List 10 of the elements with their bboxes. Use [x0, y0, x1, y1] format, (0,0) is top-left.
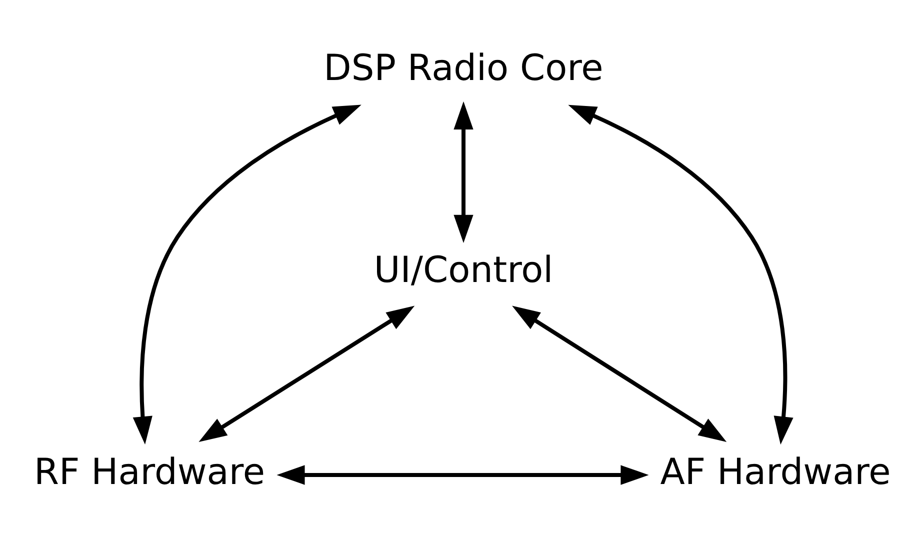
arrow: [568, 104, 794, 444]
node-text: RF Hardware: [34, 451, 265, 492]
node-text: AF Hardware: [660, 451, 891, 492]
node-text: UI/Control: [374, 249, 554, 290]
node-text: DSP Radio Core: [324, 47, 604, 88]
arrow: [132, 104, 362, 444]
arrow: [454, 100, 474, 242]
arrow: [198, 305, 415, 442]
arrow: [512, 305, 727, 442]
arrow: [276, 464, 649, 484]
